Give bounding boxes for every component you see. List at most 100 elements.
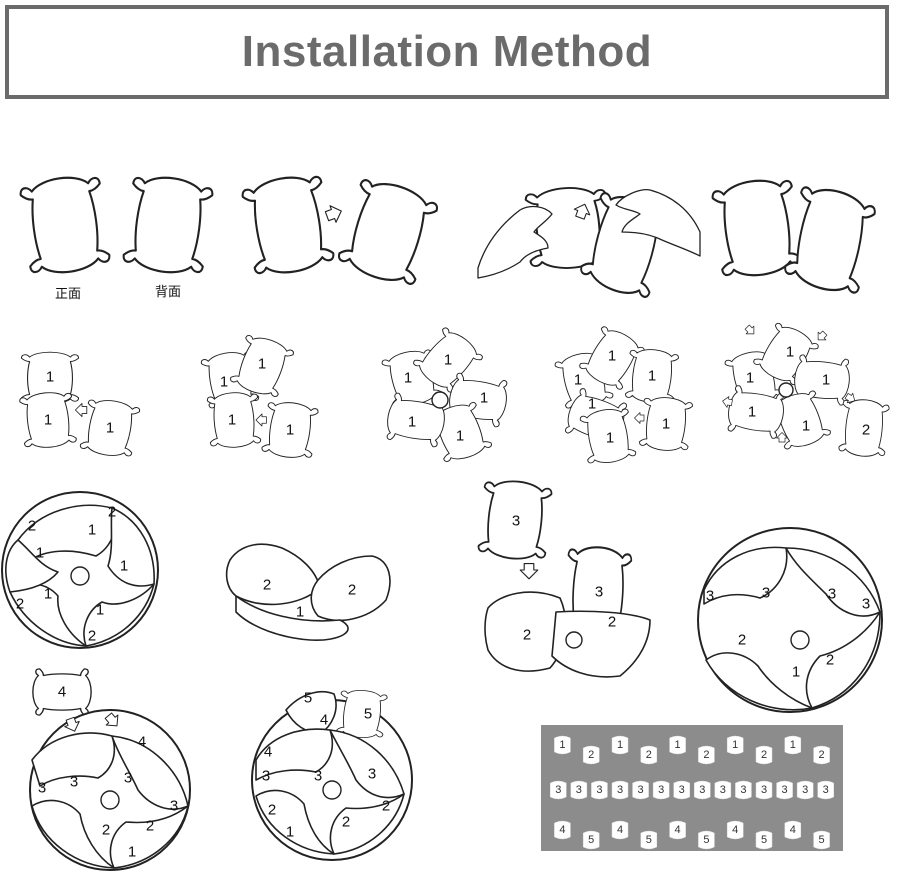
svg-text:1: 1 [228, 412, 236, 429]
step-add-piece-two: 1 1 1 1 1 2 [721, 319, 891, 460]
sheet-piece [735, 780, 752, 800]
sheet-piece [784, 735, 802, 755]
sheet-piece-number: 3 [679, 784, 685, 796]
step-five-ring: 1 1 1 1 1 [380, 324, 511, 466]
svg-text:3: 3 [38, 780, 46, 797]
step-hands-join [477, 184, 701, 304]
svg-text:3: 3 [595, 584, 603, 601]
sheet-piece-number: 1 [675, 739, 681, 751]
svg-text:2: 2 [382, 798, 390, 815]
sheet-piece-number: 4 [617, 824, 623, 836]
svg-text:2: 2 [523, 627, 531, 644]
sheet-piece [673, 780, 690, 800]
piece-back [121, 171, 215, 279]
sheet-piece-number: 2 [761, 749, 767, 761]
step-joined-pair [710, 174, 879, 300]
step-side-layer-two: 2 2 1 [225, 543, 391, 641]
sheet-piece [652, 780, 670, 800]
svg-text:1: 1 [606, 430, 614, 447]
sheet-piece-number: 2 [588, 749, 594, 761]
sheet-piece [817, 780, 834, 800]
svg-text:2: 2 [108, 504, 116, 521]
title-box: Installation Method [5, 5, 889, 99]
svg-text:1: 1 [220, 374, 228, 391]
sheet-piece-number: 4 [559, 824, 565, 836]
sheet-piece-number: 3 [555, 784, 561, 796]
svg-text:3: 3 [70, 774, 78, 791]
step-add-piece-five: 5 5 4 4 3 3 3 2 2 2 1 [251, 687, 413, 861]
sheet-piece [669, 735, 686, 755]
svg-text:1: 1 [574, 372, 582, 389]
svg-text:2: 2 [862, 422, 870, 439]
sheet-piece [570, 780, 588, 800]
svg-text:1: 1 [36, 545, 44, 562]
sheet-piece [694, 780, 711, 800]
step-four-pieces: 1 1 1 1 [199, 331, 320, 461]
svg-text:1: 1 [120, 558, 128, 575]
svg-text:3: 3 [762, 585, 770, 602]
sheet-piece-number: 2 [646, 749, 652, 761]
sheet-piece-number: 4 [675, 824, 681, 836]
sheet-piece [611, 780, 629, 800]
step-three-pieces: 1 1 1 [18, 351, 142, 460]
sheet-piece-number: 1 [617, 739, 623, 751]
sheet-piece [611, 820, 629, 840]
sheet-piece-number: 5 [588, 834, 594, 846]
step-add-piece-three: 3 3 2 2 [476, 477, 651, 678]
step-six-pieces: 1 1 1 1 1 1 [553, 322, 694, 467]
svg-text:1: 1 [44, 412, 52, 429]
sheet-piece [582, 745, 600, 765]
page-title: Installation Method [241, 27, 653, 76]
svg-text:2: 2 [608, 614, 616, 631]
step-ball-layer-two: 2 2 1 1 1 1 1 2 2 [1, 491, 159, 649]
sheet-piece [755, 780, 773, 800]
svg-text:4: 4 [138, 734, 146, 751]
svg-text:3: 3 [706, 588, 714, 605]
svg-text:5: 5 [364, 706, 372, 723]
svg-text:5: 5 [304, 690, 312, 707]
svg-text:1: 1 [258, 356, 266, 373]
sheet-piece [554, 735, 571, 755]
sheet-piece [755, 745, 773, 765]
sheet-piece-number: 3 [699, 784, 705, 796]
step-join-two [239, 170, 441, 291]
step-front-back: 正面 背面 [18, 171, 215, 302]
sheet-piece-number: 4 [790, 824, 796, 836]
sheet-piece [784, 820, 802, 840]
svg-text:1: 1 [786, 344, 794, 361]
sheet-piece [714, 780, 732, 800]
piece-left [239, 170, 337, 280]
caption-front: 正面 [55, 287, 81, 302]
sheet-piece-number: 3 [576, 784, 582, 796]
svg-text:2: 2 [348, 582, 356, 599]
svg-text:3: 3 [262, 768, 270, 785]
svg-text:3: 3 [368, 766, 376, 783]
svg-text:1: 1 [296, 604, 304, 621]
sheet-piece [582, 830, 600, 850]
svg-text:1: 1 [286, 824, 294, 841]
svg-text:1: 1 [88, 522, 96, 539]
svg-text:3: 3 [170, 798, 178, 815]
svg-text:1: 1 [128, 844, 136, 861]
sheet-piece-number: 3 [658, 784, 664, 796]
svg-text:1: 1 [408, 414, 416, 431]
svg-text:1: 1 [456, 428, 464, 445]
sheet-piece-number: 3 [596, 784, 602, 796]
sheet-piece [669, 820, 686, 840]
svg-text:1: 1 [648, 368, 656, 385]
sheet-piece [550, 780, 567, 800]
svg-text:4: 4 [58, 684, 66, 701]
svg-text:1: 1 [792, 664, 800, 681]
svg-text:2: 2 [342, 814, 350, 831]
svg-text:3: 3 [124, 770, 132, 787]
left-hand-icon [477, 205, 553, 279]
sheet-piece [611, 735, 629, 755]
svg-text:2: 2 [146, 818, 154, 835]
sheet-piece [554, 820, 571, 840]
sheet-piece-number: 2 [703, 749, 709, 761]
arrow-join [323, 202, 345, 226]
svg-text:4: 4 [320, 712, 328, 729]
svg-text:1: 1 [588, 396, 596, 413]
